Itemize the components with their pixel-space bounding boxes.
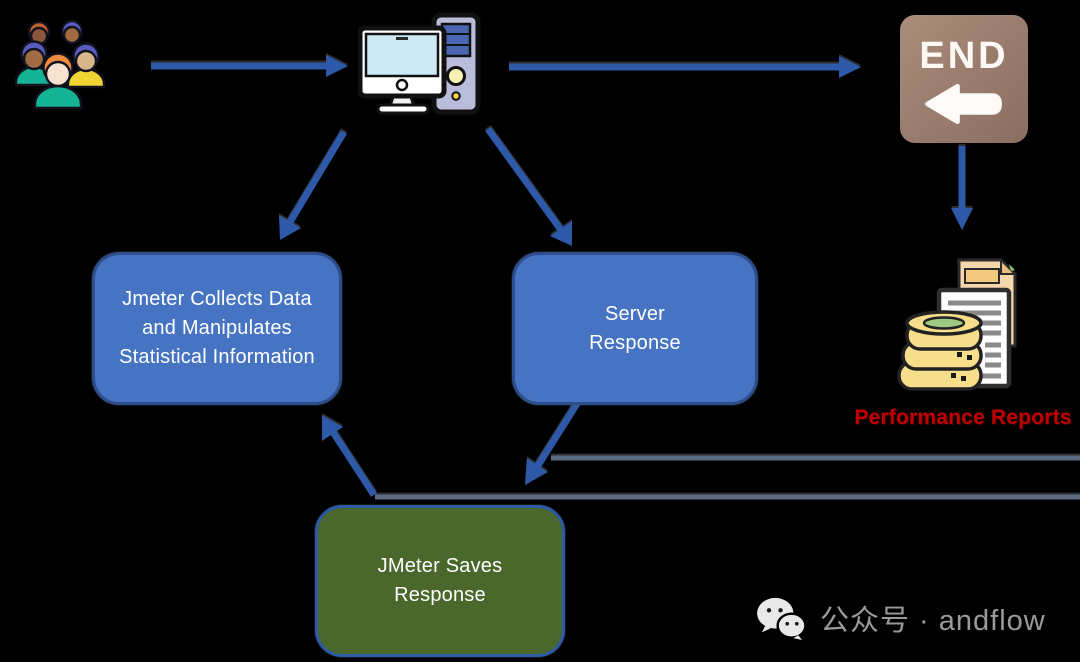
- database-documents-icon: [897, 257, 1018, 391]
- performance-reports-label: Performance Reports: [854, 406, 1072, 429]
- desktop-computer-icon: [358, 12, 481, 115]
- arrow-end-to-reports: [951, 146, 973, 230]
- jmeter-saves-response-box: JMeter Saves Response: [315, 505, 565, 657]
- arrow-users-to-computer: [151, 55, 348, 77]
- end-sign-label: END: [919, 34, 1009, 77]
- left-block-arrow-icon: [925, 83, 1002, 124]
- end-sign: END: [900, 15, 1028, 143]
- footer-watermark: 公众号 · andflow: [756, 596, 1046, 640]
- arrow-computer-to-collect-box: [279, 130, 348, 240]
- wechat-icon: [757, 597, 806, 640]
- users-group-icon: [14, 19, 106, 110]
- server-response-box: Server Response: [512, 252, 758, 405]
- footer-text: 公众号 · andflow: [820, 605, 1046, 637]
- arrow-computer-to-end: [509, 56, 861, 78]
- jmeter-collects-data-box: Jmeter Collects Data and Manipulates Sta…: [92, 252, 342, 405]
- arrow-server-to-saves-box: [525, 400, 581, 485]
- arrow-computer-to-server-box: [485, 126, 572, 246]
- arrow-saves-to-collect-box: [322, 415, 377, 497]
